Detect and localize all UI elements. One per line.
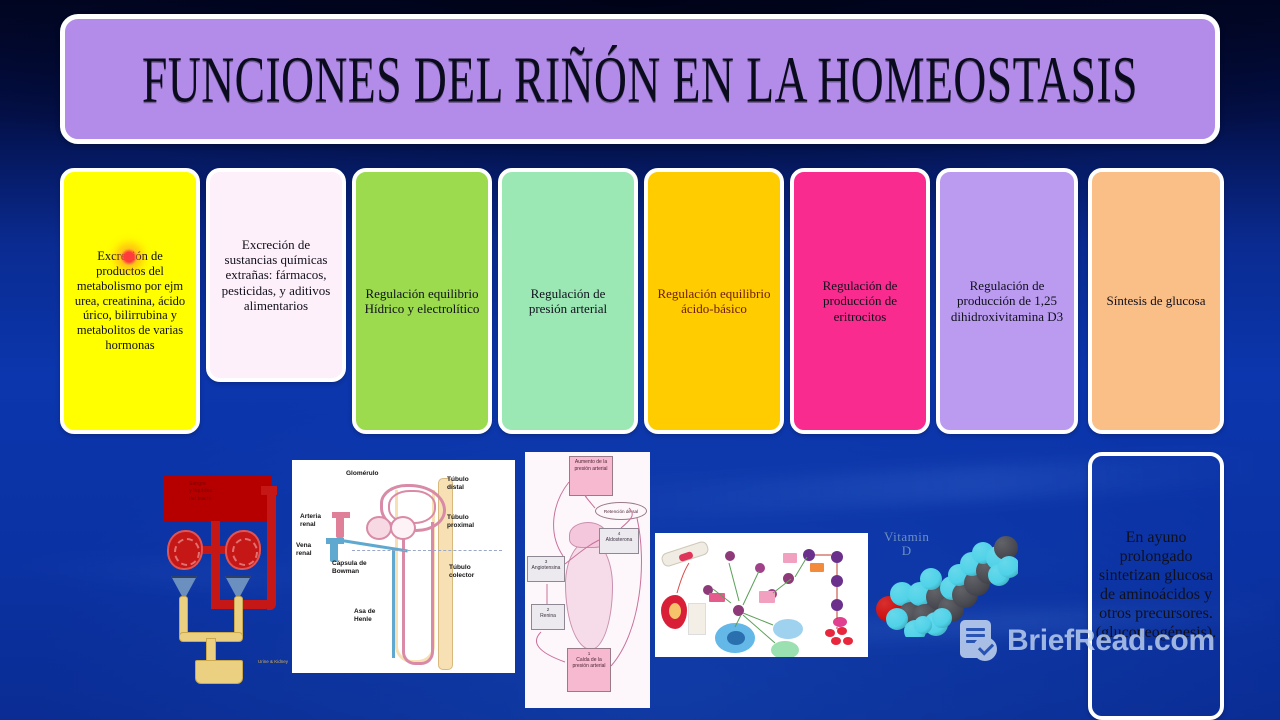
vessel-segment bbox=[267, 490, 276, 610]
molecule-atom bbox=[932, 608, 952, 628]
card-gluconeogenesis[interactable]: En ayuno prolongado sintetizan glucosa d… bbox=[1088, 452, 1224, 720]
erythrocyte bbox=[837, 627, 847, 635]
card-vitamina-d3-text: Regulación de producción de 1,25 dihidro… bbox=[950, 278, 1064, 324]
card-equilibrio-acido-basico-text: Regulación equilibrio ácido-básico bbox=[657, 285, 771, 316]
renal-vein bbox=[330, 538, 338, 562]
raas-arrows bbox=[536, 481, 642, 667]
kidney-pelvis bbox=[669, 603, 681, 619]
kidney-right bbox=[225, 530, 261, 570]
raas-node-angiotensina: 3 Angiotensina bbox=[527, 556, 565, 582]
progenitor-cell bbox=[783, 573, 794, 584]
progenitor-cell bbox=[831, 575, 843, 587]
kidney-left bbox=[167, 530, 203, 570]
collecting-duct bbox=[438, 478, 453, 670]
legend-block bbox=[759, 591, 775, 603]
molecule-atom bbox=[914, 616, 932, 634]
reticulocyte bbox=[833, 617, 847, 627]
progenitor-cell bbox=[725, 551, 735, 561]
cortex-medulla-boundary bbox=[352, 550, 502, 551]
glomerulus bbox=[366, 516, 392, 540]
card-equilibrio-acido-basico[interactable]: Regulación equilibrio ácido-básico bbox=[644, 168, 784, 434]
renin-angiotensin-aldosterone-cycle: Aumento de la presión arterial Retención… bbox=[525, 452, 650, 708]
megakaryocyte-nucleus bbox=[727, 631, 745, 645]
card-produccion-eritrocitos-text: Regulación de producción de eritrocitos bbox=[822, 278, 898, 324]
card-gluconeogenesis-text: En ayuno prolongado sintetizan glucosa d… bbox=[1095, 529, 1217, 641]
card-sintesis-glucosa-text: Síntesis de glucosa bbox=[1106, 293, 1206, 309]
bladder bbox=[195, 660, 243, 684]
legend-block bbox=[709, 593, 725, 602]
erythrocyte bbox=[843, 637, 853, 645]
epo-arrows bbox=[676, 554, 838, 644]
raas-node-retencion-sal: Retención de sal bbox=[595, 502, 647, 520]
molecule-atom bbox=[886, 608, 908, 630]
raas-node-renina: 2 Renina bbox=[531, 604, 565, 630]
image-credit: Urine & Kidney bbox=[257, 659, 288, 664]
progenitor-cell bbox=[703, 585, 713, 595]
cursor-highlight-dot bbox=[120, 248, 138, 266]
molecule-atom bbox=[998, 556, 1018, 578]
progenitor-cell bbox=[755, 563, 765, 573]
card-presion-arterial[interactable]: Regulación de presión arterial bbox=[498, 168, 638, 434]
legend-block bbox=[810, 563, 824, 572]
progenitor-cell bbox=[831, 599, 843, 611]
document-line bbox=[966, 640, 979, 643]
renal-artery bbox=[332, 512, 350, 518]
molecule-atom bbox=[920, 568, 942, 590]
progenitor-cell bbox=[831, 551, 843, 563]
progenitor-cell bbox=[733, 605, 744, 616]
vessel-segment bbox=[211, 521, 220, 551]
raas-node-aldosterona: 4 Aldosterona bbox=[599, 528, 639, 554]
card-excrecion-quimicas-text: Excreción de sustancias químicas extraña… bbox=[221, 236, 331, 313]
erythrocyte bbox=[831, 637, 841, 645]
card-excrecion-metabolismo-text: Excreción de productos del metabolismo p… bbox=[74, 249, 186, 352]
nephron-label: Glomérulo bbox=[346, 470, 379, 477]
renal-artery bbox=[336, 512, 344, 538]
vessel-segment bbox=[211, 551, 220, 603]
urethra bbox=[206, 638, 216, 662]
renal-vein bbox=[326, 538, 344, 544]
renal-vein-branch bbox=[392, 548, 395, 658]
granulocyte-cell bbox=[771, 641, 799, 657]
lymphoid-cell bbox=[773, 619, 803, 639]
vessel-segment bbox=[195, 546, 239, 554]
vasa-recta bbox=[402, 522, 434, 665]
card-sintesis-glucosa[interactable]: Síntesis de glucosa bbox=[1088, 168, 1224, 434]
check-badge bbox=[973, 637, 997, 661]
card-excrecion-quimicas[interactable]: Excreción de sustancias químicas extraña… bbox=[206, 168, 346, 382]
card-vitamina-d3[interactable]: Regulación de producción de 1,25 dihidro… bbox=[936, 168, 1078, 434]
erythropoiesis-pathway-diagram bbox=[655, 533, 868, 657]
raas-node-caida-presion: 1 Caída de la presión arterial bbox=[567, 648, 611, 692]
bowman-capsule bbox=[390, 516, 416, 540]
erythrocyte bbox=[825, 629, 835, 637]
card-equilibrio-hidrico[interactable]: Regulación equilibrio Hídrico y electrol… bbox=[352, 168, 492, 434]
legend-block bbox=[688, 603, 706, 635]
card-presion-arterial-text: Regulación de presión arterial bbox=[528, 285, 608, 316]
card-equilibrio-hidrico-text: Regulación equilibrio Hídrico y electrol… bbox=[364, 285, 480, 316]
card-produccion-eritrocitos[interactable]: Regulación de producción de eritrocitos bbox=[790, 168, 930, 434]
page-title: FUNCIONES DEL RIÑÓN EN LA HOMEOSTASIS bbox=[142, 42, 1138, 116]
card-excrecion-metabolismo[interactable]: Excreción de productos del metabolismo p… bbox=[60, 168, 200, 434]
slide-title-banner: FUNCIONES DEL RIÑÓN EN LA HOMEOSTASIS bbox=[60, 14, 1220, 144]
legend-block bbox=[783, 553, 797, 563]
vessel-segment bbox=[261, 486, 277, 495]
raas-node-aumento-presion: Aumento de la presión arterial bbox=[569, 456, 613, 496]
